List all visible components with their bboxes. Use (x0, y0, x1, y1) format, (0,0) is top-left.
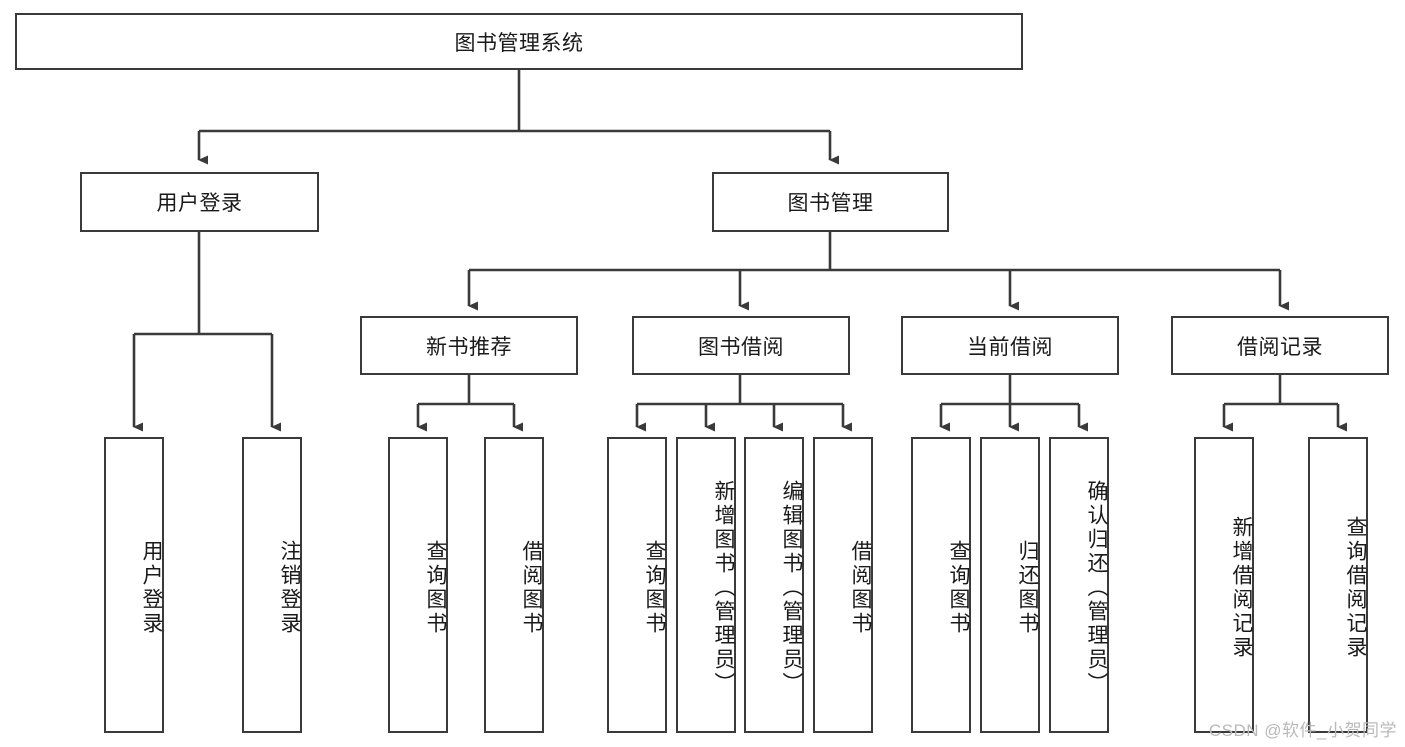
node-root-book-management-system[interactable]: 图书管理系统 (15, 13, 1023, 70)
leaf-user-login-login[interactable]: 用户登录 (104, 437, 164, 733)
leaf-book-borrow-query-book[interactable]: 查询图书 (607, 437, 667, 733)
leaf-book-borrow-edit-book-admin[interactable]: 编辑图书（管理员） (744, 437, 804, 733)
node-label: 确认归还（管理员） (1085, 480, 1108, 696)
node-book-management[interactable]: 图书管理 (712, 172, 949, 232)
leaf-current-borrow-confirm-return-admin[interactable]: 确认归还（管理员） (1049, 437, 1109, 733)
node-label: 查询借阅记录 (1344, 516, 1367, 660)
node-book-borrow[interactable]: 图书借阅 (632, 316, 850, 375)
leaf-book-borrow-add-book-admin[interactable]: 新增图书（管理员） (676, 437, 736, 733)
node-label: 用户登录 (140, 540, 163, 636)
node-user-login[interactable]: 用户登录 (80, 172, 319, 232)
csdn-watermark: CSDN @软件_小贺同学 (1208, 721, 1397, 740)
node-label: 编辑图书（管理员） (780, 480, 803, 696)
node-label: 借阅记录 (1237, 335, 1323, 359)
node-label: 查询图书 (424, 540, 447, 636)
node-current-borrow[interactable]: 当前借阅 (901, 316, 1119, 375)
node-label: 查询图书 (643, 540, 666, 636)
leaf-new-book-borrow-book[interactable]: 借阅图书 (484, 437, 544, 733)
leaf-book-borrow-borrow-book[interactable]: 借阅图书 (813, 437, 873, 733)
leaf-new-book-query-book[interactable]: 查询图书 (388, 437, 448, 733)
node-label: 新书推荐 (426, 335, 512, 359)
node-new-book-recommend[interactable]: 新书推荐 (360, 316, 578, 375)
leaf-current-borrow-return-book[interactable]: 归还图书 (980, 437, 1040, 733)
node-label: 借阅图书 (849, 540, 872, 636)
leaf-current-borrow-query-book[interactable]: 查询图书 (911, 437, 971, 733)
node-label: 新增借阅记录 (1230, 516, 1253, 660)
leaf-borrow-record-add-record[interactable]: 新增借阅记录 (1194, 437, 1254, 733)
leaf-borrow-record-query-record[interactable]: 查询借阅记录 (1308, 437, 1368, 733)
node-label: 图书借阅 (698, 335, 784, 359)
node-borrow-record[interactable]: 借阅记录 (1171, 316, 1389, 375)
node-label: 新增图书（管理员） (712, 480, 735, 696)
node-label: 图书管理系统 (454, 31, 584, 55)
node-label: 注销登录 (278, 540, 301, 636)
node-label: 归还图书 (1016, 540, 1039, 636)
node-label: 当前借阅 (967, 335, 1053, 359)
node-label: 用户登录 (156, 192, 243, 215)
node-label: 查询图书 (947, 540, 970, 636)
leaf-user-login-logout[interactable]: 注销登录 (242, 437, 302, 733)
node-label: 借阅图书 (520, 540, 543, 636)
node-label: 图书管理 (787, 192, 874, 215)
